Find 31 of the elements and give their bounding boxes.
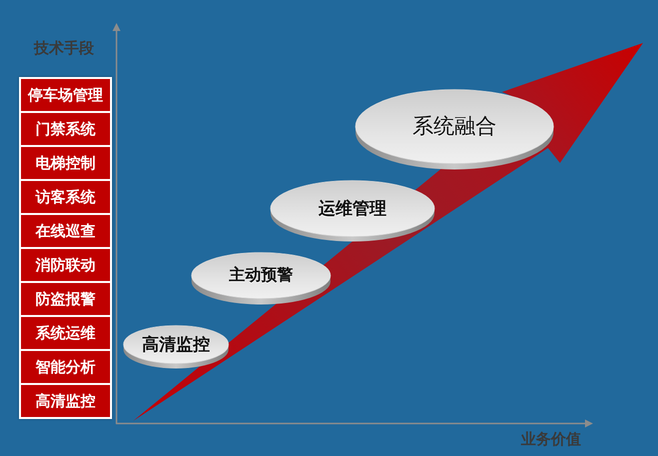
system-tile (21, 79, 110, 111)
tile-label: 电梯控制 (36, 154, 96, 172)
system-tile (21, 317, 110, 349)
tile-label: 消防联动 (36, 256, 96, 274)
stage-disc (355, 89, 554, 170)
system-tile (21, 385, 110, 417)
system-tile (21, 283, 110, 315)
stage-label: 高清监控 (142, 334, 210, 356)
tile-label: 高清监控 (36, 392, 96, 410)
tile-label: 停车场管理 (28, 86, 103, 104)
tile-label: 访客系统 (36, 188, 96, 206)
system-tile (21, 351, 110, 383)
tile-label: 门禁系统 (36, 120, 96, 138)
stage-label: 运维管理 (318, 198, 386, 220)
stage-disc (123, 325, 229, 369)
axis-title: 技术手段 (34, 39, 94, 57)
stage-label: 主动预警 (229, 264, 293, 286)
tile-label: 在线巡查 (36, 222, 96, 240)
list-frame (19, 77, 112, 419)
tile-label: 智能分析 (36, 358, 96, 376)
system-tile (21, 113, 110, 145)
system-tile (21, 215, 110, 247)
system-tile (21, 249, 110, 281)
stage-disc (191, 252, 331, 305)
system-tile (21, 181, 110, 213)
stage-disc (270, 180, 435, 242)
tile-label: 系统运维 (36, 324, 96, 342)
tile-label: 防盗报警 (36, 290, 96, 308)
system-tile (21, 147, 110, 179)
stage-label: 系统融合 (412, 113, 496, 140)
axis-title: 业务价值 (521, 430, 581, 448)
